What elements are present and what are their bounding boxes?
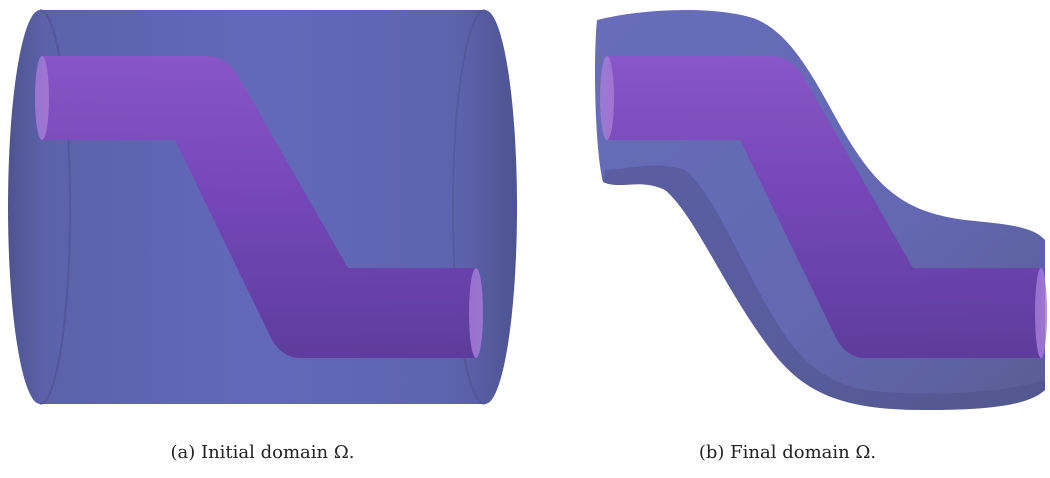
inner-tube — [42, 56, 476, 358]
tube-left-cap-final — [600, 56, 614, 140]
initial-domain-figure — [8, 9, 517, 405]
panel-initial-domain: (a) Initial domain Ω. — [8, 9, 517, 463]
tube-right-cap-final — [1035, 268, 1047, 358]
tube-right-cap — [469, 268, 483, 358]
outer-cylinder-left-rim — [39, 9, 71, 405]
inner-tube-final — [607, 56, 1041, 358]
caption-final-domain: (b) Final domain Ω. — [698, 442, 877, 463]
caption-initial-domain: (a) Initial domain Ω. — [170, 442, 355, 463]
final-domain-figure — [595, 9, 1047, 411]
deformed-domain-shadow — [603, 165, 1045, 410]
panel-final-domain: (b) Final domain Ω. — [525, 0, 1050, 478]
outer-cylinder-right-rim — [452, 9, 486, 405]
tube-left-cap — [35, 56, 49, 140]
